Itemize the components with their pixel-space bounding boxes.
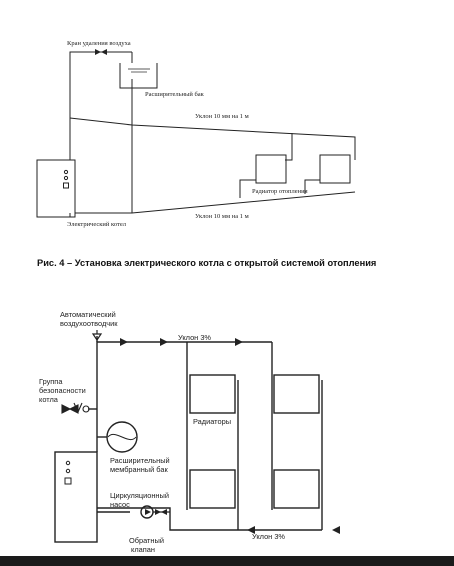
flow-arrow-icon xyxy=(235,338,243,346)
label-pump-1: Циркуляционный xyxy=(110,491,169,500)
bottom-bar xyxy=(0,556,454,566)
label-expansion-tank: Расширительный бак xyxy=(145,91,205,98)
supply-riser xyxy=(96,341,272,452)
radiator-return-1 xyxy=(239,179,256,198)
label-safety-3: котла xyxy=(39,395,59,404)
flow-arrow-icon xyxy=(247,526,255,534)
radiator-supply-1 xyxy=(285,133,293,161)
pump-icon xyxy=(145,509,151,515)
label-check-valve-1: Обратный xyxy=(129,536,164,545)
radiator-2 xyxy=(319,154,351,184)
flow-arrow-icon xyxy=(332,526,340,534)
boiler-switch xyxy=(64,477,72,485)
label-pump-2: насос xyxy=(110,500,130,509)
safety-group-icon xyxy=(61,402,90,414)
boiler-indicator-icon xyxy=(65,468,71,474)
boiler-indicator-icon xyxy=(63,169,69,175)
label-slope-top: Уклон 3% xyxy=(178,333,211,342)
label-membrane-2: мембранный бак xyxy=(110,465,168,474)
figure-caption: Рис. 4 – Установка электрического котла … xyxy=(37,258,377,268)
label-slope-bottom: Уклон 10 мм на 1 м xyxy=(195,213,249,220)
boiler xyxy=(36,159,76,218)
label-safety-2: безопасности xyxy=(39,386,86,395)
radiator-return-2 xyxy=(304,179,320,194)
radiator-2-bottom xyxy=(273,469,320,509)
label-safety-1: Группа xyxy=(39,377,63,386)
label-slope-top: Уклон 10 мм на 1 м xyxy=(195,113,249,120)
return-pipe xyxy=(97,507,322,531)
label-slope-bottom: Уклон 3% xyxy=(252,532,285,541)
return-pipe xyxy=(75,191,356,214)
boiler-indicator-icon xyxy=(65,460,71,466)
boiler-switch xyxy=(63,182,69,189)
membrane-tank xyxy=(106,421,138,453)
flow-arrow-icon xyxy=(120,338,128,346)
expansion-tank xyxy=(119,63,158,89)
label-boiler: Электрический котел xyxy=(67,221,127,228)
label-air-vent-1: Автоматический xyxy=(60,310,116,319)
supply-riser xyxy=(69,51,132,160)
radiator-1-bottom xyxy=(189,469,236,509)
figure-open-system: Кран удаления воздуха Расширительный бак… xyxy=(36,40,356,228)
label-membrane-1: Расширительный xyxy=(110,456,170,465)
air-valve-icon xyxy=(95,49,107,55)
membrane-icon xyxy=(107,433,137,441)
label-check-valve-2: клапан xyxy=(131,545,155,554)
boiler-indicator-icon xyxy=(63,175,69,181)
flow-arrow-icon xyxy=(160,338,168,346)
label-radiators: Радиаторы xyxy=(193,417,231,426)
boiler xyxy=(54,451,98,543)
figure-closed-system: Автоматический воздухоотводчик Уклон 3% … xyxy=(39,310,340,554)
radiator-1 xyxy=(255,154,287,184)
label-air-valve: Кран удаления воздуха xyxy=(67,40,131,47)
radiator-2-top xyxy=(273,374,320,414)
label-radiator: Радиатор отопления xyxy=(252,188,308,195)
label-air-vent-2: воздухоотводчик xyxy=(60,319,118,328)
flow-pipe xyxy=(69,117,356,160)
radiator-1-top xyxy=(189,374,236,414)
